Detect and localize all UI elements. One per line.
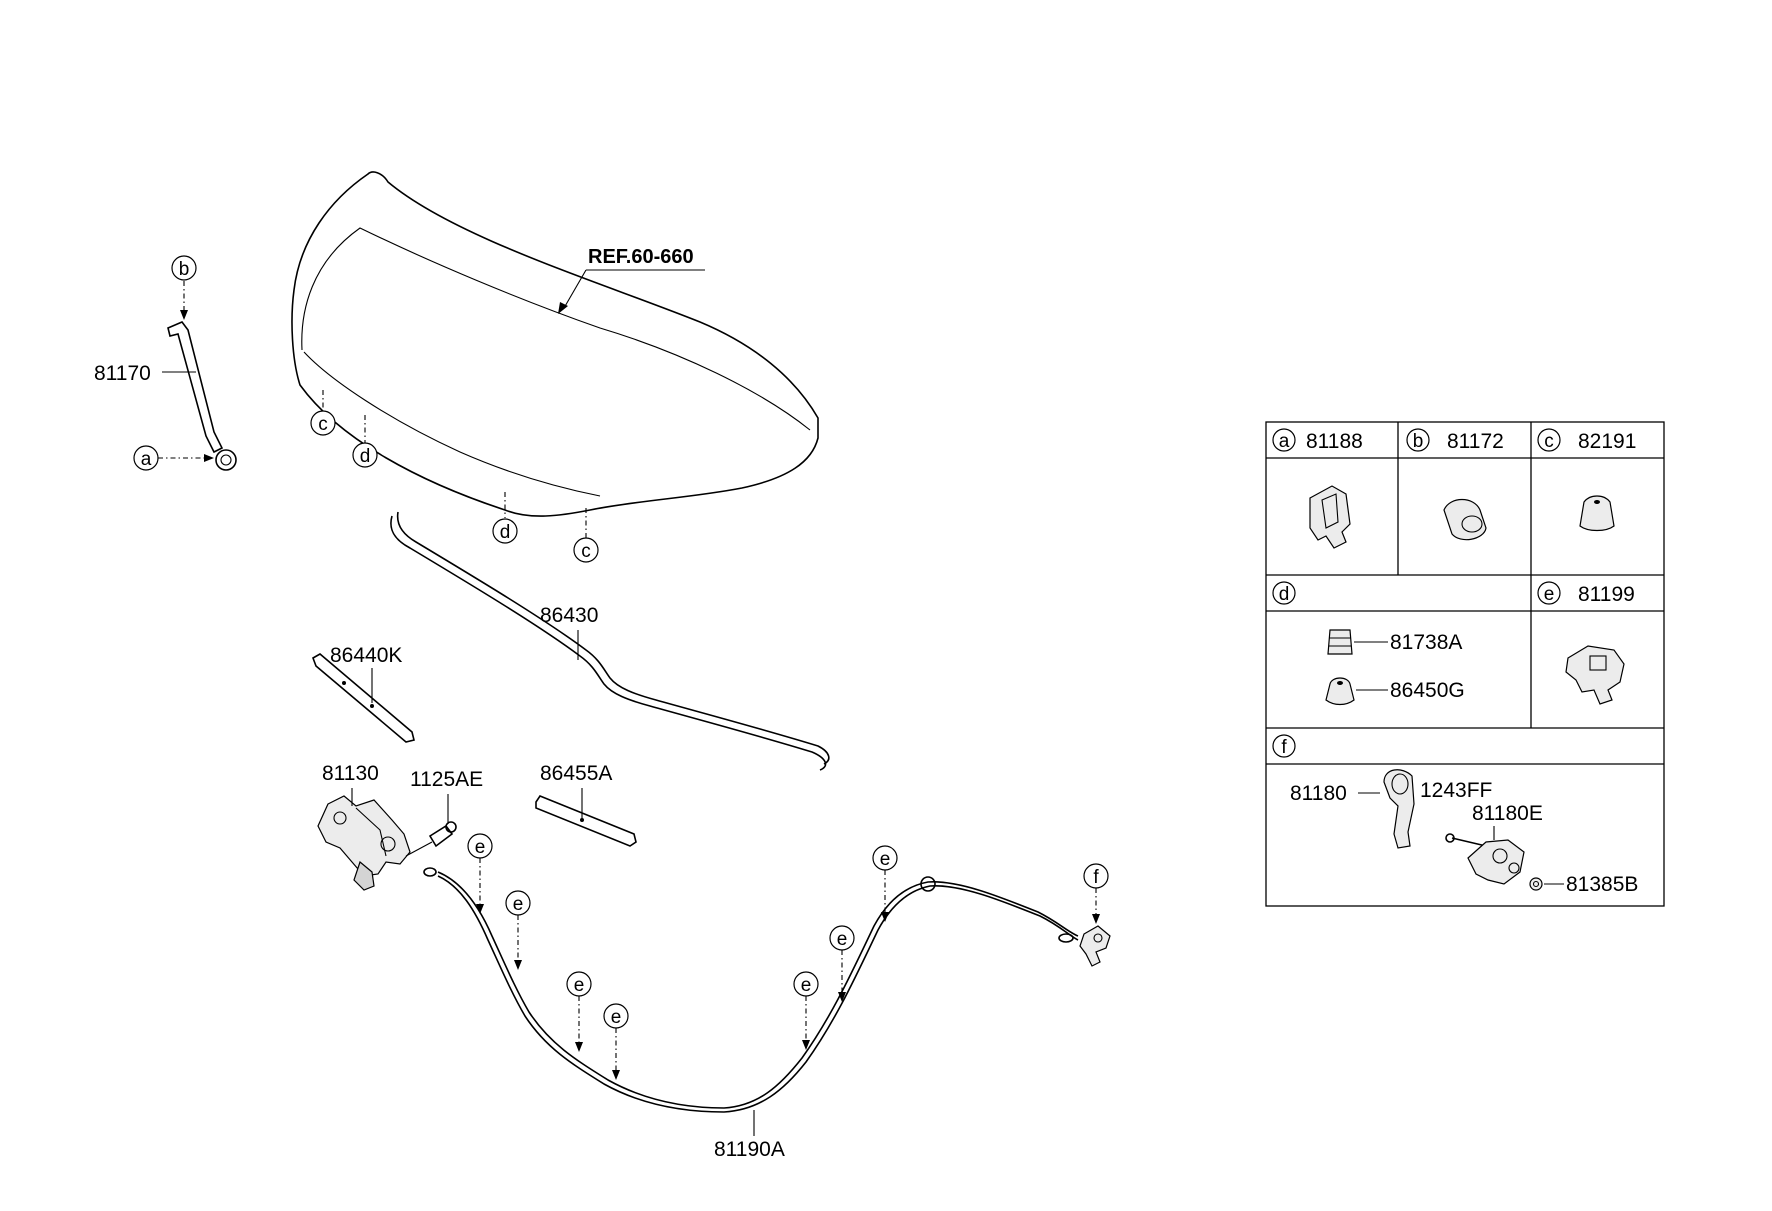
legend-part-81188: 81188 [1306,430,1363,453]
legend-part-81180: 81180 [1290,782,1347,805]
hood-callout-c-left: c [310,390,336,436]
callout-letter: a [141,449,152,470]
cable-callout-e-7: e [872,845,898,922]
legend-letter-a: a [1279,431,1290,452]
weatherstrip [390,511,830,771]
cable-callout-e-2: e [505,890,531,970]
label-81170-group: 81170 [94,362,196,385]
callout-letter: b [179,259,190,280]
hood-callout-c-right: c [573,508,599,563]
callout-letter: e [574,975,585,996]
legend-part-86450g: 86450G [1390,679,1465,702]
legend-letter-b: b [1413,431,1424,452]
cable-grommet [920,876,936,892]
release-lever-81180-icon [1383,769,1415,849]
legend-table [1265,421,1665,907]
cable-callout-e-4: e [603,1003,629,1080]
label-81170: 81170 [94,362,151,385]
screw-1243ff-icon [1445,833,1487,847]
callout-letter: f [1093,867,1099,888]
handle-callout-f: f [1083,863,1109,924]
label-86455a: 86455A [540,762,612,785]
legend-letter-c: c [1544,431,1554,452]
label-81130: 81130 [322,762,379,785]
hood-seal-86440k [312,653,415,743]
label-81190a: 81190A [714,1138,785,1161]
callout-letter: c [581,541,591,562]
legend-part-81738a: 81738A [1390,631,1462,654]
cable-end-handle [1058,933,1074,943]
hood-panel [291,171,819,517]
hood-stay [167,321,237,471]
callout-letter: e [837,929,848,950]
legend-cell-d: d 81738A 86450G [1272,581,1465,706]
legend-letter-f: f [1281,737,1287,758]
nut-81385b-icon [1529,877,1543,891]
label-1125ae-group: 1125AE [410,768,483,824]
clip-81199-icon [1565,645,1625,705]
legend-cell-f: f 81180 1243FF 81180E 81385B [1272,734,1638,896]
legend-part-81172: 81172 [1447,430,1504,453]
callout-letter: e [513,894,524,915]
legend-part-81199: 81199 [1578,583,1635,606]
callout-letter: c [318,414,328,435]
release-cable [423,867,1079,1113]
callout-letter: d [500,522,511,543]
hood-callout-d-left: d [352,415,378,468]
bumper-86450g-icon [1325,677,1355,706]
callout-letter: e [475,837,486,858]
hood-latch [317,795,411,891]
latch-bolt [405,821,457,857]
legend-cell-c: c 82191 [1537,428,1636,532]
legend-part-81385b: 81385B [1566,873,1638,896]
callout-letter: e [880,849,891,870]
stay-callout-a: a [133,445,214,471]
cable-end-latch [423,867,437,877]
label-86430-group: 86430 [540,604,598,660]
hood-seal-86455a [535,795,637,847]
label-86455a-group: 86455A [540,762,612,818]
clip-81188-icon [1309,485,1351,549]
legend-cell-b: b 81172 [1406,428,1504,541]
handle-bracket-81180e-icon [1467,839,1525,885]
release-handle [1079,925,1111,967]
cable-callout-e-5: e [793,971,819,1050]
ref-arrowhead [558,302,568,314]
legend-border [1265,421,1665,907]
hood-callout-d-right: d [492,492,518,544]
legend-part-82191: 82191 [1578,430,1636,453]
buffer-81738a-icon [1327,629,1353,655]
cable-callout-e-3: e [566,971,592,1052]
stay-grommet [215,449,237,471]
cable-callout-e-1: e [467,833,493,914]
ref-leader [563,269,587,309]
legend-part-81180e: 81180E [1472,802,1543,825]
label-81190a-group: 81190A [714,1110,785,1161]
legend-cell-e: e 81199 [1537,581,1635,705]
callout-letter: e [801,975,812,996]
stay-callout-b: b [171,255,197,320]
callout-letter: d [360,446,371,467]
ref-label: REF.60-660 [588,246,694,268]
grommet-81172-icon [1443,498,1487,541]
callout-letter: e [611,1007,622,1028]
label-81130-group: 81130 [322,762,379,806]
legend-cell-a: a 81188 [1272,428,1363,549]
label-86440k-group: 86440K [330,644,402,703]
legend-part-1243ff: 1243FF [1420,779,1492,802]
bumper-82191-icon [1579,495,1615,532]
cable-callout-e-6: e [829,925,855,1002]
legend-letter-e: e [1544,584,1555,605]
label-86430: 86430 [540,604,598,627]
label-1125ae: 1125AE [410,768,483,791]
ref-label-group: REF.60-660 [558,246,705,314]
legend-letter-d: d [1279,584,1290,605]
label-86440k: 86440K [330,644,402,667]
